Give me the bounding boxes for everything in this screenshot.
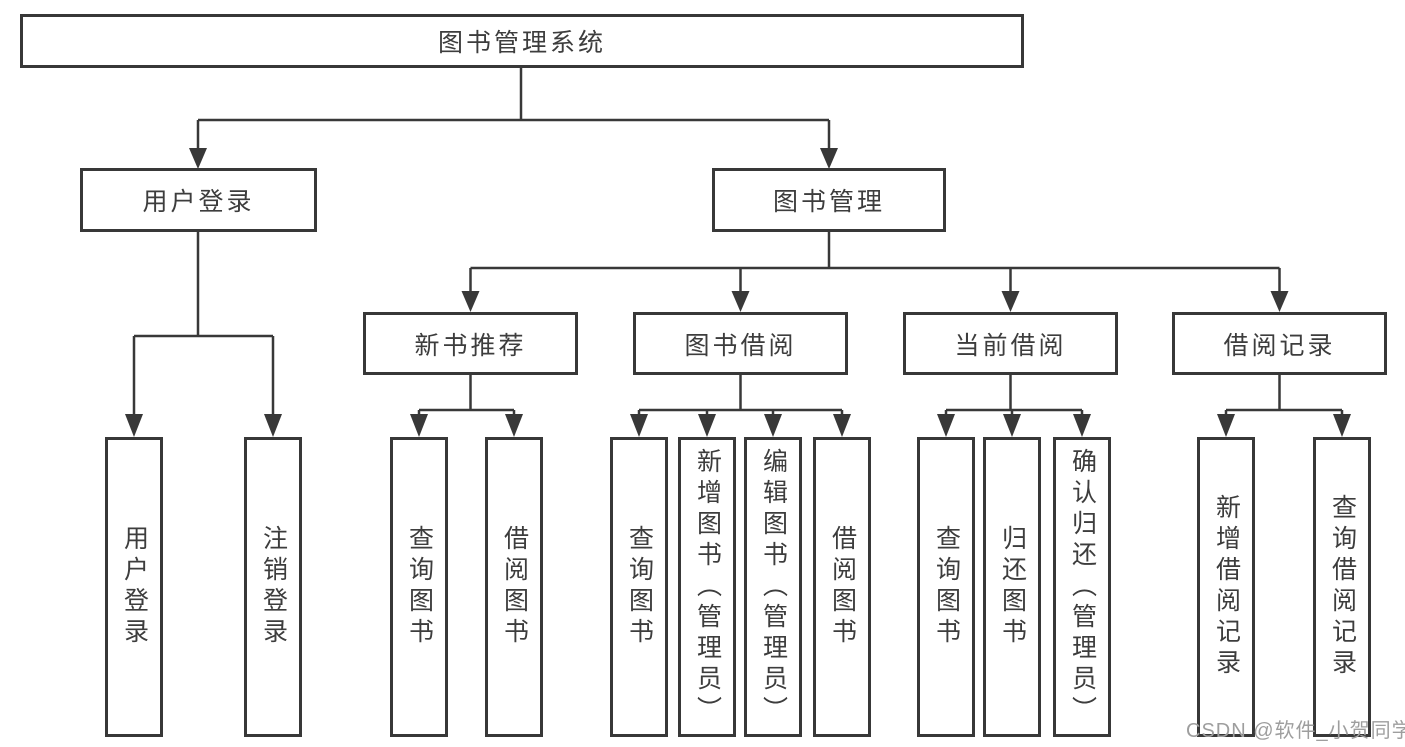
arrowheads bbox=[125, 148, 1351, 437]
leaf-borrow-books-borrow-label: 借阅图书 bbox=[828, 525, 857, 649]
leaf-return-book: 归还图书 bbox=[983, 437, 1041, 737]
leaf-borrow-books-recommend: 借阅图书 bbox=[485, 437, 543, 737]
node-user-login: 用户登录 bbox=[80, 168, 317, 232]
leaf-borrow-books-recommend-label: 借阅图书 bbox=[500, 525, 529, 649]
leaf-user-login: 用户登录 bbox=[105, 437, 163, 737]
leaf-edit-book-admin: 编辑图书（管理员） bbox=[744, 437, 802, 737]
node-book-borrow-label: 图书借阅 bbox=[684, 331, 797, 360]
leaf-return-book-label: 归还图书 bbox=[998, 525, 1027, 649]
node-borrow-records: 借阅记录 bbox=[1172, 312, 1387, 375]
node-book-management-label: 图书管理 bbox=[772, 188, 885, 216]
node-root-label: 图书管理系统 bbox=[437, 29, 606, 57]
leaf-query-books-borrow-label: 查询图书 bbox=[625, 525, 654, 649]
node-user-login-label: 用户登录 bbox=[142, 188, 255, 216]
leaf-logout-label: 注销登录 bbox=[259, 525, 288, 649]
leaf-add-book-admin-label: 新增图书（管理员） bbox=[693, 447, 722, 727]
leaf-query-books-recommend: 查询图书 bbox=[390, 437, 448, 737]
leaf-logout: 注销登录 bbox=[244, 437, 302, 737]
leaf-query-books-recommend-label: 查询图书 bbox=[405, 525, 434, 649]
node-new-book-recommend: 新书推荐 bbox=[363, 312, 578, 375]
node-borrow-records-label: 借阅记录 bbox=[1223, 331, 1336, 360]
leaf-add-borrow-record: 新增借阅记录 bbox=[1197, 437, 1255, 737]
leaf-query-borrow-record: 查询借阅记录 bbox=[1313, 437, 1371, 737]
node-book-management: 图书管理 bbox=[712, 168, 946, 232]
csdn-watermark: CSDN @软件_小贺同学 bbox=[1186, 720, 1405, 742]
leaf-edit-book-admin-label: 编辑图书（管理员） bbox=[759, 447, 788, 727]
leaf-user-login-label: 用户登录 bbox=[120, 525, 149, 649]
node-current-borrow: 当前借阅 bbox=[903, 312, 1118, 375]
leaf-add-borrow-record-label: 新增借阅记录 bbox=[1212, 494, 1241, 680]
leaf-add-book-admin: 新增图书（管理员） bbox=[678, 437, 736, 737]
leaf-query-borrow-record-label: 查询借阅记录 bbox=[1328, 494, 1357, 680]
node-new-book-recommend-label: 新书推荐 bbox=[414, 331, 527, 360]
leaf-confirm-return-admin: 确认归还（管理员） bbox=[1053, 437, 1111, 737]
node-current-borrow-label: 当前借阅 bbox=[954, 331, 1067, 360]
leaf-confirm-return-admin-label: 确认归还（管理员） bbox=[1068, 447, 1097, 727]
leaf-borrow-books-borrow: 借阅图书 bbox=[813, 437, 871, 737]
node-book-borrow: 图书借阅 bbox=[633, 312, 848, 375]
leaf-query-books-current-label: 查询图书 bbox=[932, 525, 961, 649]
leaf-query-books-borrow: 查询图书 bbox=[610, 437, 668, 737]
node-root: 图书管理系统 bbox=[20, 14, 1024, 68]
leaf-query-books-current: 查询图书 bbox=[917, 437, 975, 737]
